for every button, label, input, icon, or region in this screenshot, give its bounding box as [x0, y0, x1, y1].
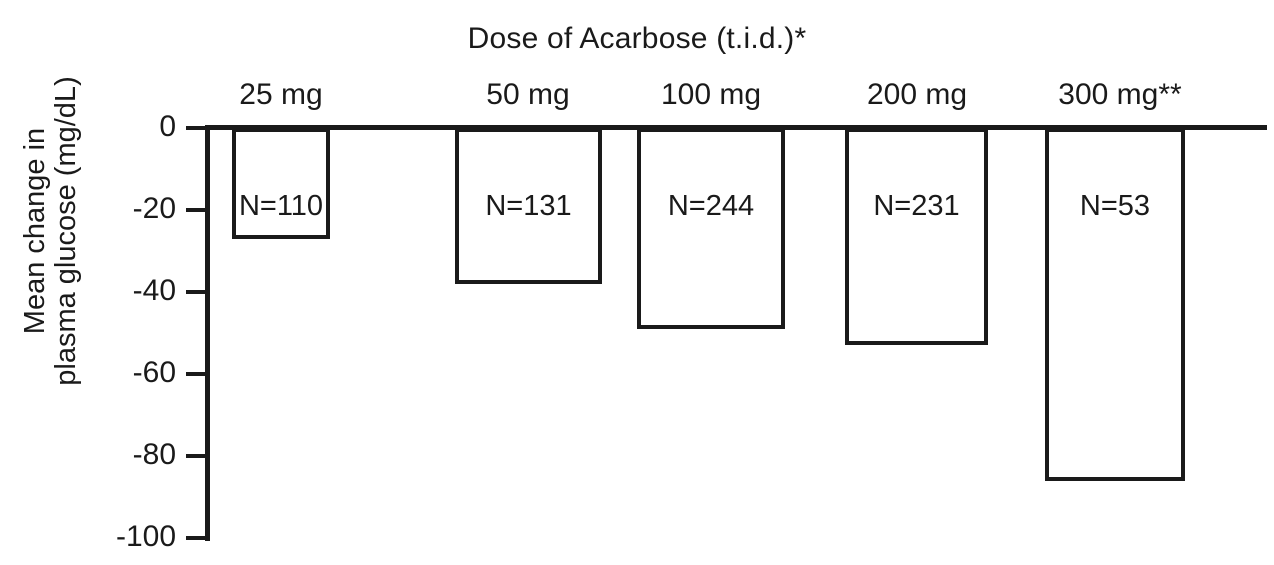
y-tick-mark-40 — [186, 290, 207, 294]
y-tick-label-20: -20 — [132, 192, 176, 225]
y-tick-mark-0 — [186, 126, 207, 130]
bar-200mg[interactable] — [845, 128, 988, 345]
y-tick-label-80: -80 — [132, 438, 176, 471]
y-tick-mark-80 — [186, 454, 207, 458]
y-tick-label-100: -100 — [115, 520, 176, 553]
x-category-label-50mg: 50 mg — [486, 78, 570, 111]
bar-25mg[interactable] — [232, 128, 330, 239]
bar-label-200mg: N=231 — [873, 190, 960, 222]
y-tick-mark-60 — [186, 372, 207, 376]
bar-300mg[interactable] — [1045, 128, 1185, 481]
bar-label-100mg: N=244 — [667, 190, 755, 222]
x-category-label-200mg: 200 mg — [866, 78, 968, 111]
y-axis-line — [205, 125, 210, 541]
y-tick-label-0: 0 — [159, 110, 176, 143]
bar-label-300mg: N=53 — [1079, 190, 1151, 222]
x-axis-zero-line — [207, 125, 1267, 130]
y-axis-title-line-1: Mean change in — [18, 127, 51, 335]
bar-100mg[interactable] — [637, 128, 785, 329]
y-tick-label-60: -60 — [132, 356, 176, 389]
bar-50mg[interactable] — [455, 128, 602, 284]
y-tick-label-40: -40 — [132, 274, 176, 307]
x-category-label-300mg: 300 mg** — [1058, 78, 1182, 111]
y-tick-mark-100 — [186, 536, 207, 540]
x-category-label-25mg: 25 mg — [239, 78, 323, 111]
chart-title: Dose of Acarbose (t.i.d.)* — [467, 22, 807, 55]
y-tick-mark-20 — [186, 208, 207, 212]
bar-label-25mg: N=110 — [238, 190, 324, 222]
bar-label-50mg: N=131 — [485, 190, 572, 222]
x-category-label-100mg: 100 mg — [660, 78, 762, 111]
